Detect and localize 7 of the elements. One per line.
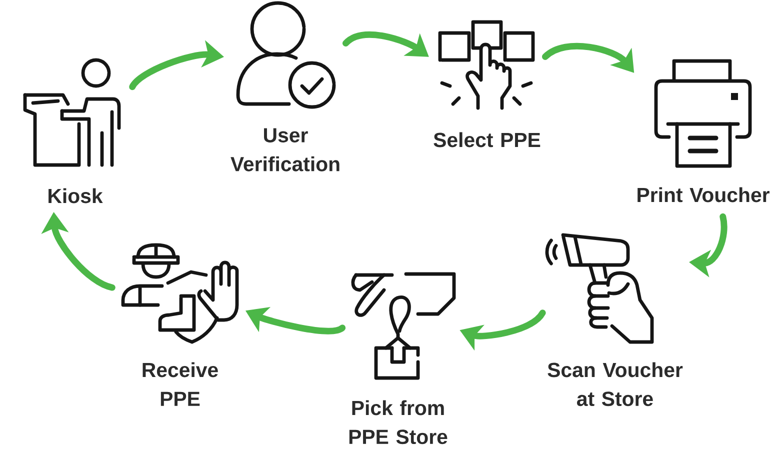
step-label: Scan Voucher at Store xyxy=(548,362,683,406)
step-label: User Verification xyxy=(230,128,340,172)
step-label: Select PPE xyxy=(434,132,540,148)
step-label: Kiosk xyxy=(48,188,103,204)
step-label: Receive PPE xyxy=(142,362,218,406)
step-label: Pick from PPE Store xyxy=(349,400,448,444)
step-label: Print Voucher xyxy=(638,187,770,202)
